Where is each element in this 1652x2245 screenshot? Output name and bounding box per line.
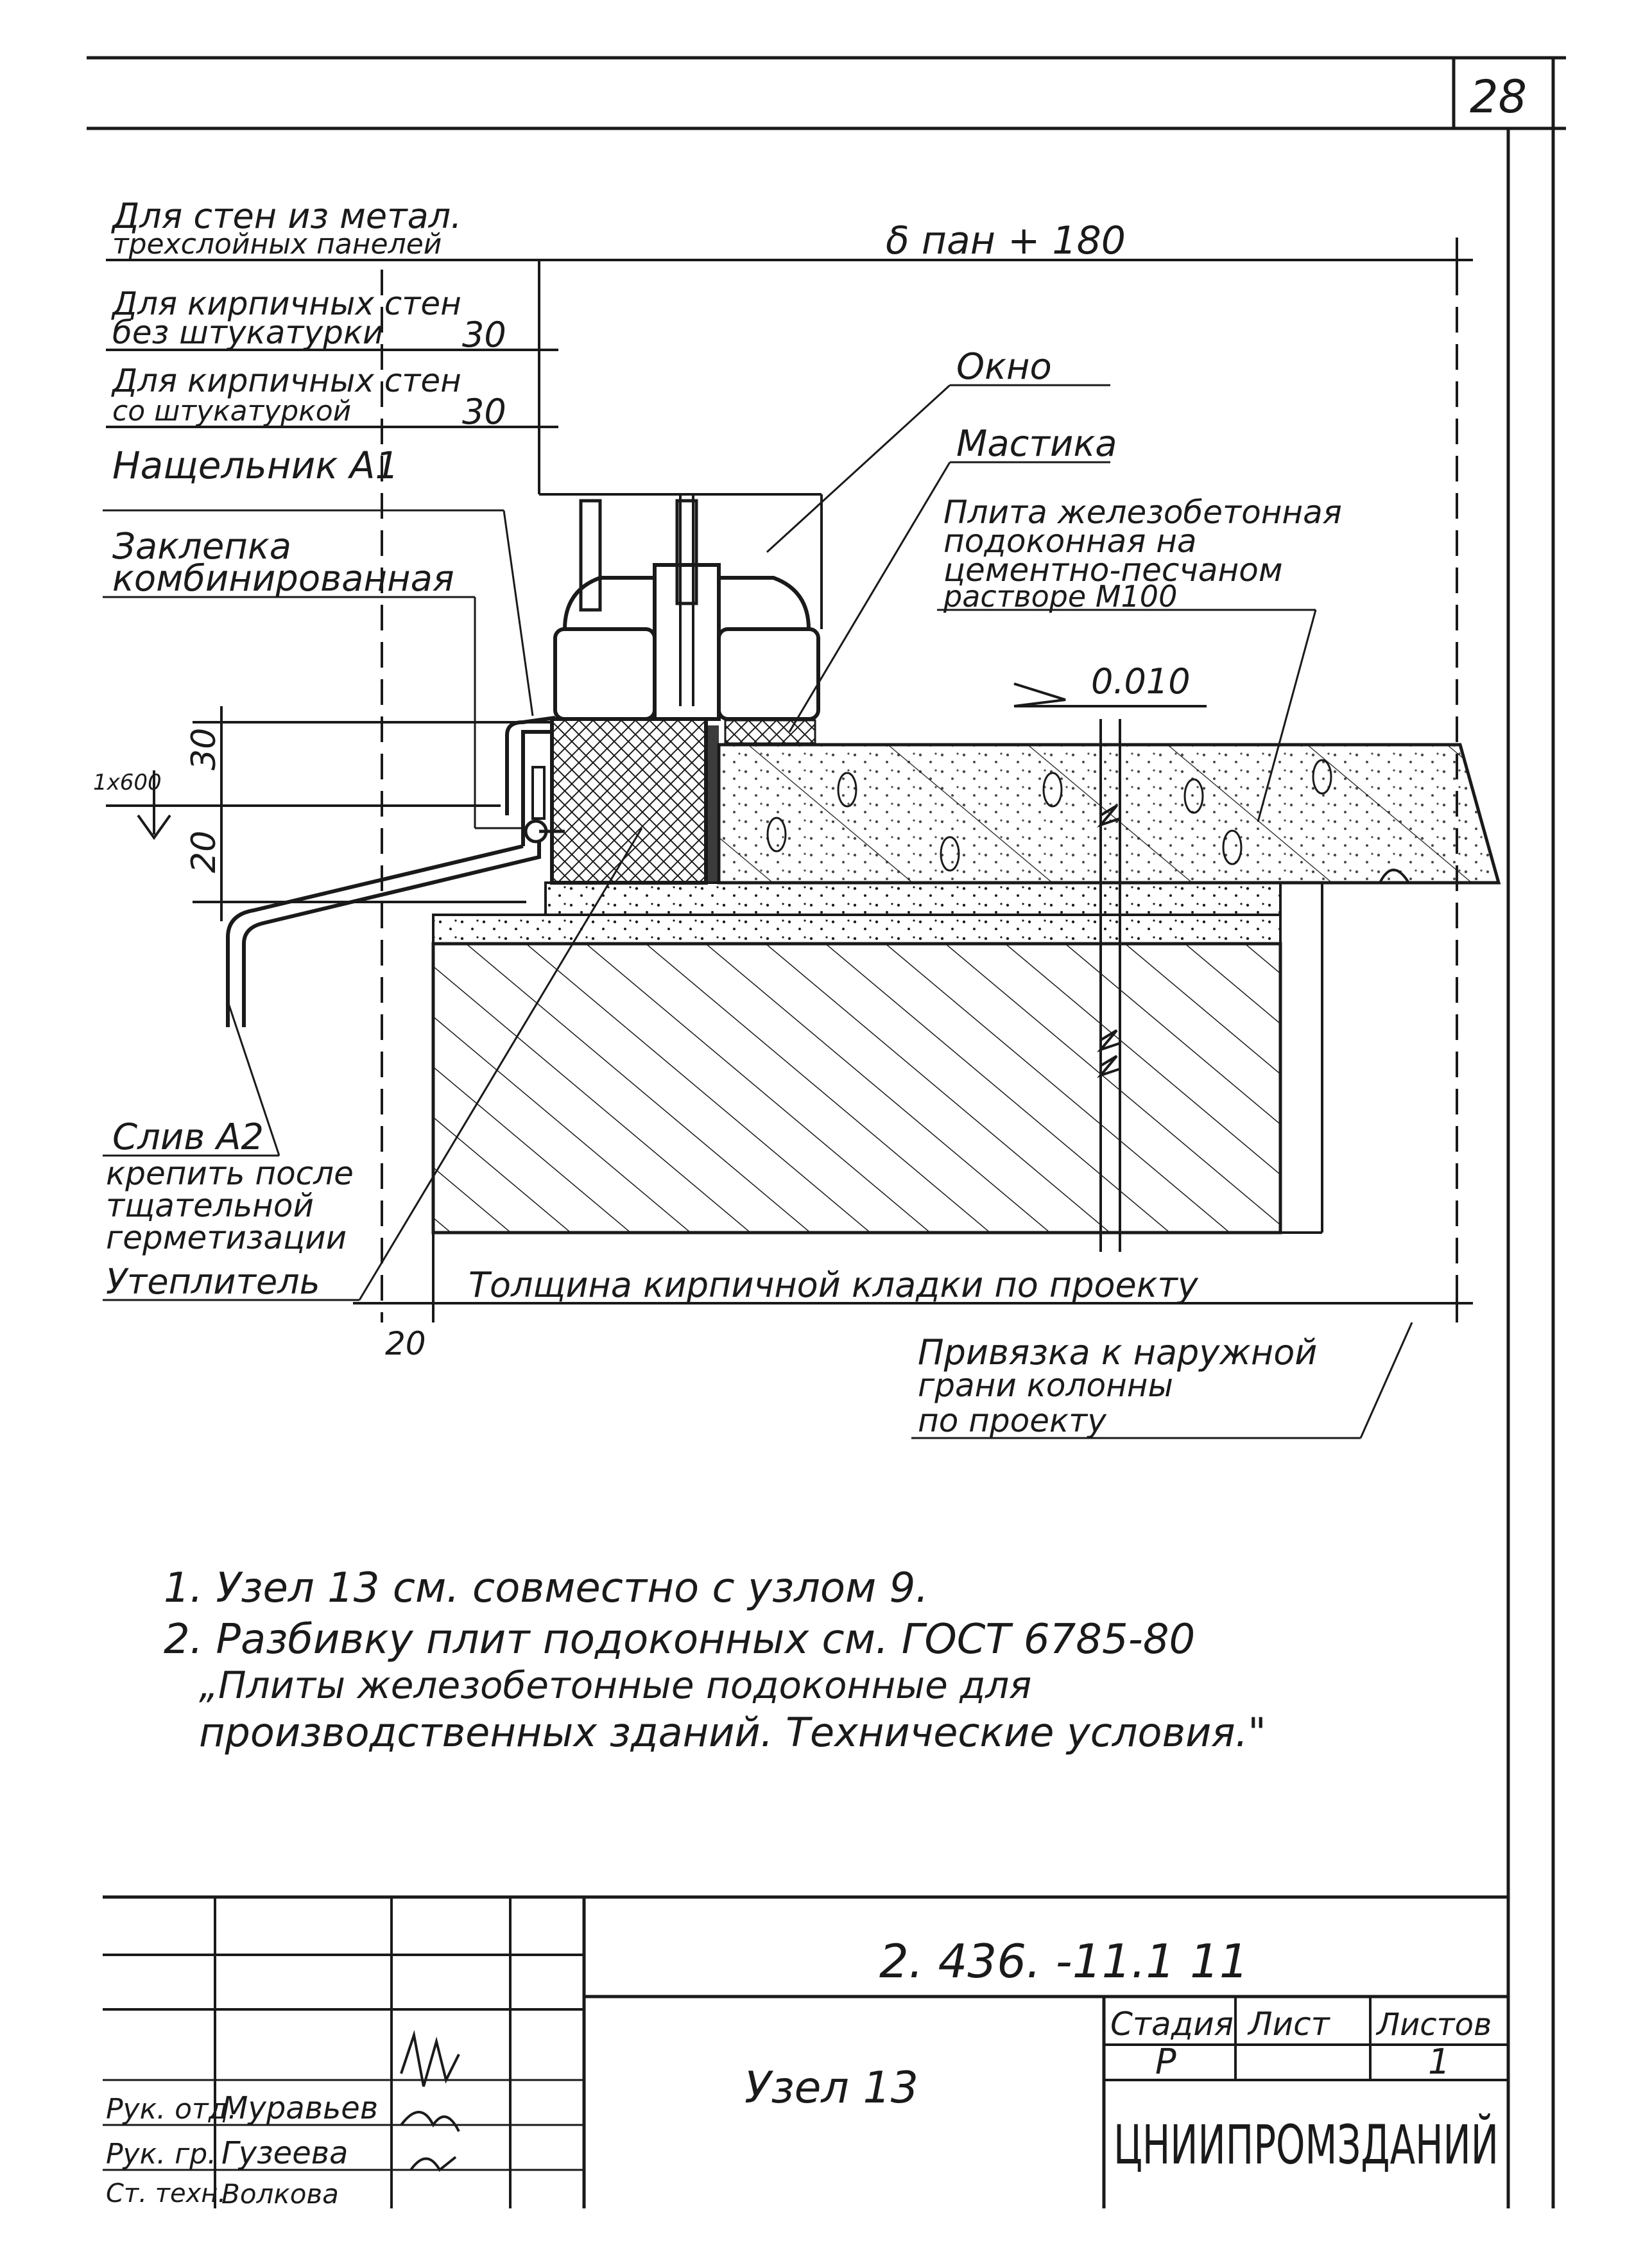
node-title: Узел 13 bbox=[744, 2063, 918, 2113]
column-edge bbox=[1280, 883, 1323, 1234]
window-frame bbox=[539, 493, 823, 721]
name-3: Волкова bbox=[221, 2178, 339, 2210]
role-2: Рук. гр. bbox=[106, 2138, 216, 2171]
sheets-header: Листов bbox=[1375, 2007, 1492, 2043]
callout-brick-plaster-2: со штукатуркой bbox=[112, 395, 351, 428]
callout-tie-3: по проекту bbox=[918, 1402, 1107, 1439]
callout-metal-walls-1: Для стен из метал. bbox=[111, 196, 461, 236]
dim-masonry: Толщина кирпичной кладки по проекту bbox=[469, 1265, 1199, 1305]
callout-metal-walls-2: трехслойных панелей bbox=[112, 228, 442, 261]
mortar-bed bbox=[432, 881, 1282, 945]
note-1: 1. Узел 13 см. совместно с узлом 9. bbox=[164, 1565, 929, 1612]
organization: ЦНИИПРОМЗДАНИЙ bbox=[1114, 2113, 1499, 2176]
callout-slab-1: Плита железобетонная bbox=[943, 494, 1342, 531]
callout-slab-4: растворе М100 bbox=[943, 579, 1177, 614]
callout-window: Окно bbox=[956, 346, 1052, 388]
sheet-header: Лист bbox=[1247, 2006, 1331, 2043]
name-1: Муравьев bbox=[221, 2090, 378, 2126]
callout-brick-no-plaster-2: без штукатурки bbox=[112, 314, 384, 351]
callout-brick-plaster-1: Для кирпичных стен bbox=[111, 362, 461, 399]
notes: 1. Узел 13 см. совместно с узлом 9. 2. Р… bbox=[164, 1565, 1266, 1756]
dimension-lines bbox=[106, 238, 1473, 1322]
dim-30-a: 30 bbox=[462, 315, 506, 355]
callout-flashing: Нащельник А1 bbox=[112, 444, 399, 487]
dimension-texts: δ пан + 180 30 30 30 20 1х600 20 0.010 Т… bbox=[93, 218, 1199, 1362]
role-1: Рук. отд. bbox=[106, 2093, 237, 2126]
dim-30-b: 30 bbox=[462, 392, 506, 432]
note-2: 2. Разбивку плит подоконных см. ГОСТ 678… bbox=[164, 1616, 1195, 1663]
callout-slab-3: цементно-песчаном bbox=[943, 551, 1283, 589]
dim-overall: δ пан + 180 bbox=[886, 218, 1126, 263]
mastic-seal bbox=[724, 719, 816, 745]
axis-lines bbox=[381, 270, 1458, 1322]
dim-bottom-20: 20 bbox=[385, 1325, 426, 1362]
note-3: „Плиты железобетонные подоконные для bbox=[199, 1663, 1031, 1707]
dim-elevation: 0.010 bbox=[1091, 661, 1191, 702]
sheet-frame bbox=[87, 56, 1566, 2208]
role-3: Ст. техн. bbox=[106, 2179, 226, 2208]
callout-drip-4: герметизации bbox=[106, 1219, 347, 1256]
callout-insulation: Утеплитель bbox=[106, 1261, 320, 1302]
sheet-value: 1 bbox=[1428, 2041, 1450, 2082]
anchor-bar bbox=[1096, 719, 1121, 1252]
callout-rivet-1: Заклепка bbox=[112, 526, 291, 568]
callout-brick-no-plaster-1: Для кирпичных стен bbox=[111, 285, 461, 322]
leader-lines bbox=[103, 384, 1413, 1439]
dim-v30: 30 bbox=[185, 728, 223, 770]
dim-step: 1х600 bbox=[93, 770, 162, 795]
callout-mastic: Мастика bbox=[956, 423, 1117, 465]
callout-rivet-2: комбинированная bbox=[112, 558, 454, 600]
name-2: Гузеева bbox=[221, 2135, 348, 2171]
callout-tie-1: Привязка к наружной bbox=[918, 1332, 1317, 1373]
callout-drip-2: крепить после bbox=[106, 1155, 354, 1192]
callout-slab-2: подоконная на bbox=[943, 523, 1197, 560]
note-4: производственных зданий. Технические усл… bbox=[199, 1709, 1266, 1756]
stage-header: Стадия bbox=[1110, 2006, 1234, 2043]
title-block bbox=[103, 1895, 1508, 2208]
callout-drip-1: Слив А2 bbox=[112, 1116, 264, 1158]
callout-tie-2: грани колонны bbox=[918, 1367, 1173, 1404]
doc-code: 2. 436. -11.1 11 bbox=[879, 1934, 1249, 1988]
page-number: 28 bbox=[1470, 71, 1527, 123]
insulation-block bbox=[550, 717, 719, 885]
callouts: Для стен из метал. трехслойных панелей Д… bbox=[106, 196, 1342, 1439]
callout-drip-3: тщательной bbox=[106, 1187, 314, 1224]
stage-value: Р bbox=[1155, 2041, 1176, 2082]
brick-masonry bbox=[431, 942, 1282, 1235]
dim-v20: 20 bbox=[185, 831, 223, 873]
